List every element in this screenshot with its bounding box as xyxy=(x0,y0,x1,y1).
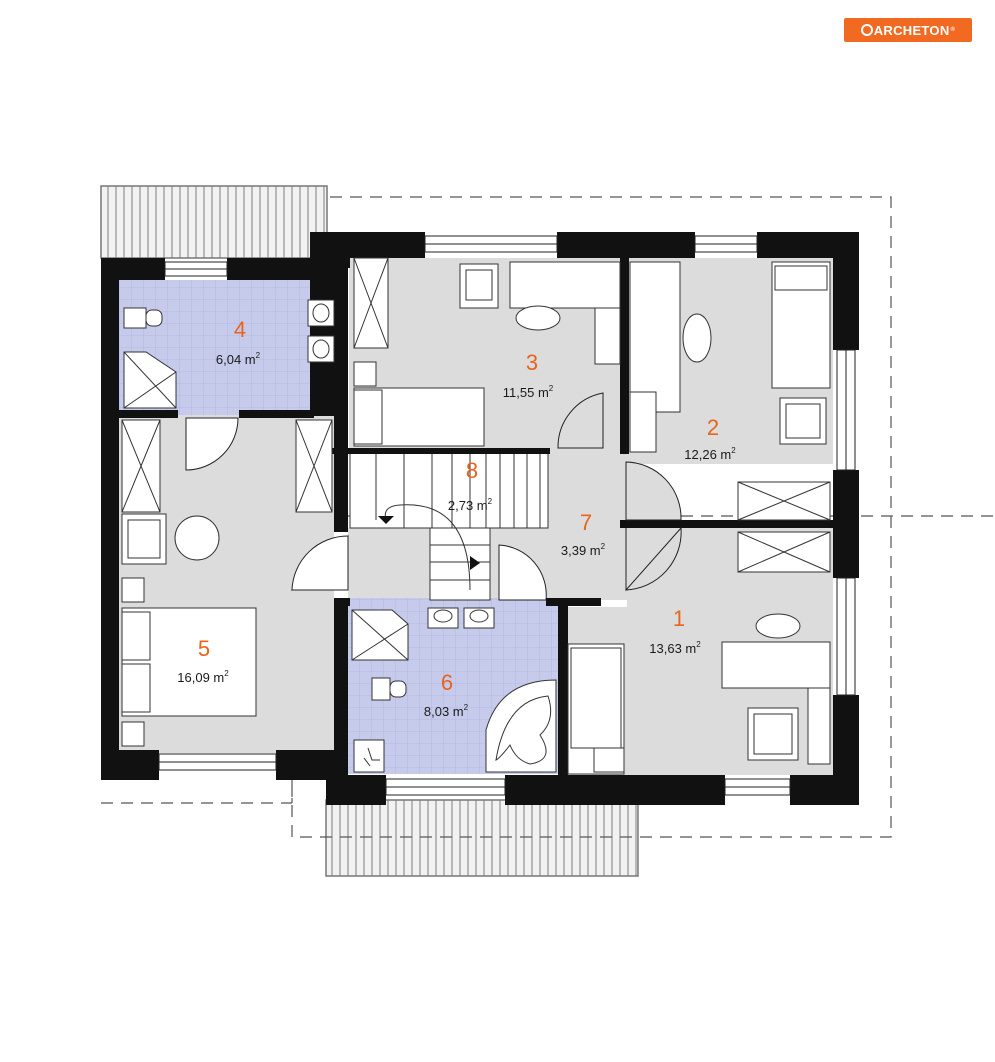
room-area-3: 11,55 m xyxy=(503,385,549,400)
logo-text: ARCHETON xyxy=(873,22,950,38)
room-label-6: 6 8,03 m2 xyxy=(424,670,469,719)
room-number-1: 1 xyxy=(673,606,685,631)
room-area-unit-sup-1: 2 xyxy=(696,640,701,649)
walls xyxy=(101,232,859,805)
room-area-unit-sup-4: 2 xyxy=(256,351,261,360)
room-area-4: 6,04 m xyxy=(216,352,256,367)
furniture xyxy=(121,261,831,775)
svg-text:11,55 m2: 11,55 m2 xyxy=(503,384,554,400)
room-area-unit-sup-5: 2 xyxy=(224,669,229,678)
logo-circle-icon xyxy=(860,24,873,36)
room-label-2: 2 12,26 m2 xyxy=(684,415,736,462)
room-number-2: 2 xyxy=(707,415,719,440)
room-area-8: 2,73 m xyxy=(448,498,488,513)
svg-text:3,39 m2: 3,39 m2 xyxy=(561,542,606,558)
room-area-5: 16,09 m xyxy=(177,670,224,685)
room-area-unit-sup-2: 2 xyxy=(731,446,736,455)
room-number-3: 3 xyxy=(526,350,538,375)
room-label-1: 1 13,63 m2 xyxy=(649,606,701,656)
archeton-logo: ARCHETON® xyxy=(844,18,972,42)
room-label-5: 5 16,09 m2 xyxy=(177,636,229,685)
room-number-5: 5 xyxy=(198,636,210,661)
room-number-8: 8 xyxy=(466,458,478,483)
balcony-top-left xyxy=(100,185,328,259)
room-label-3: 3 11,55 m2 xyxy=(503,350,554,400)
room-area-unit-sup-6: 2 xyxy=(464,703,469,712)
bath-fixtures xyxy=(123,299,557,773)
room-label-8: 8 2,73 m2 xyxy=(448,458,493,513)
room-number-7: 7 xyxy=(580,510,592,535)
room-area-unit-sup-7: 2 xyxy=(601,542,606,551)
svg-text:2,73 m2: 2,73 m2 xyxy=(448,497,493,513)
svg-text:6,04 m2: 6,04 m2 xyxy=(216,351,261,367)
room-area-unit-sup-8: 2 xyxy=(488,497,493,506)
room-label-4: 4 6,04 m2 xyxy=(216,317,261,367)
room-area-2: 12,26 m xyxy=(684,447,731,462)
room-label-7: 7 3,39 m2 xyxy=(561,510,606,558)
svg-text:8,03 m2: 8,03 m2 xyxy=(424,703,469,719)
room-area-7: 3,39 m xyxy=(561,543,601,558)
windows xyxy=(158,235,856,796)
room-number-6: 6 xyxy=(441,670,453,695)
wardrobes xyxy=(121,257,831,573)
room-number-4: 4 xyxy=(234,317,246,342)
doors xyxy=(185,392,682,601)
room-area-6: 8,03 m xyxy=(424,704,464,719)
svg-text:13,63 m2: 13,63 m2 xyxy=(649,640,701,656)
balcony-bottom xyxy=(325,799,639,877)
svg-text:16,09 m2: 16,09 m2 xyxy=(177,669,229,685)
staircase xyxy=(349,451,549,601)
room-area-unit-sup-3: 2 xyxy=(549,384,554,393)
room-area-1: 13,63 m xyxy=(649,641,696,656)
svg-text:12,26 m2: 12,26 m2 xyxy=(684,446,736,462)
